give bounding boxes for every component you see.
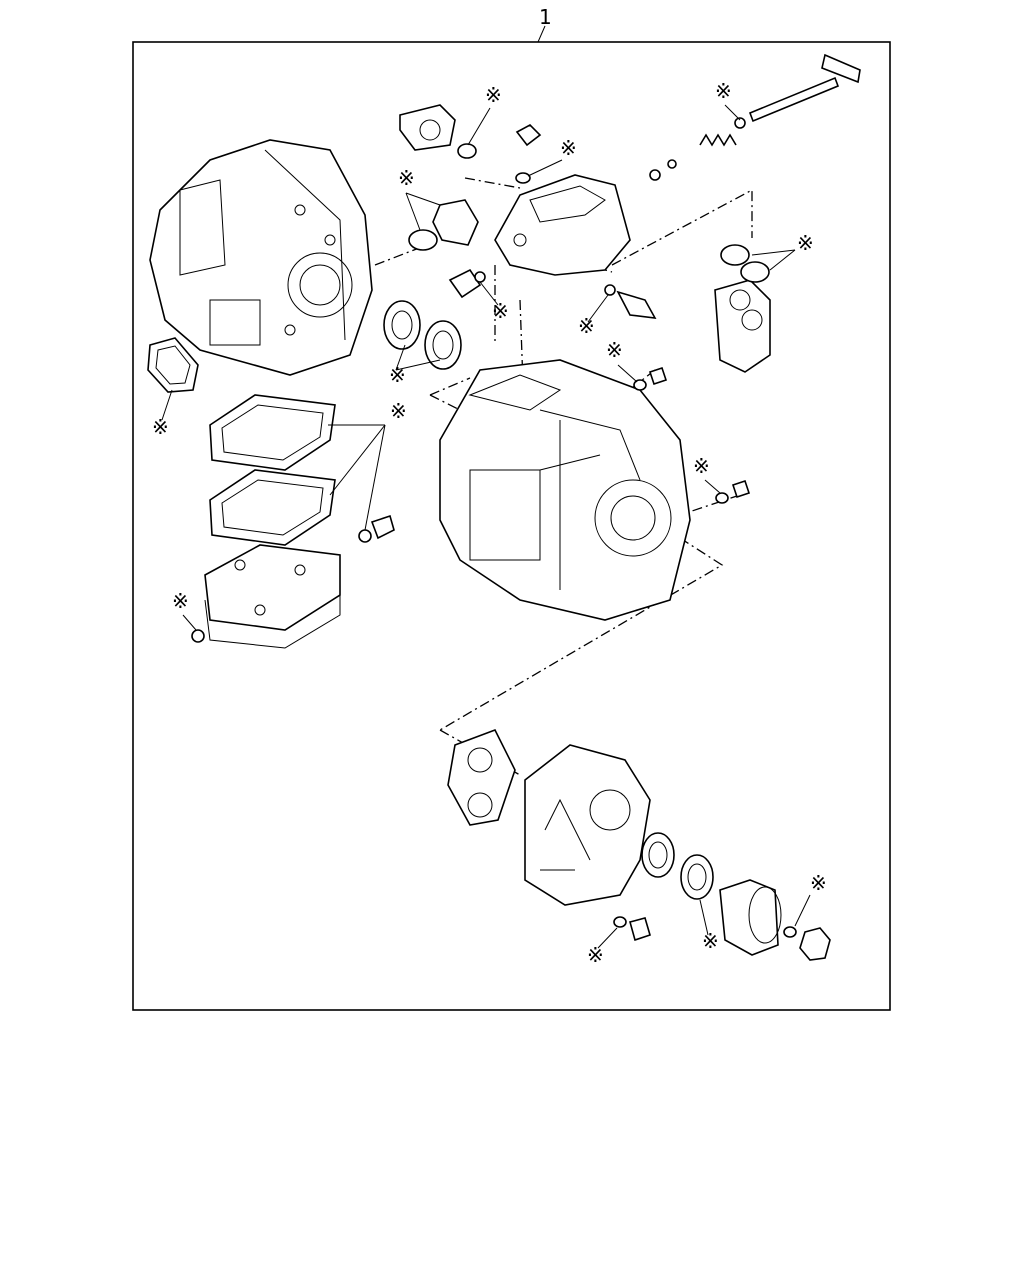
output-bearing[interactable]	[641, 832, 675, 878]
kit-marker: ※	[578, 314, 595, 338]
o-ring-flange[interactable]	[783, 926, 797, 938]
kit-marker: ※	[797, 231, 814, 255]
solenoid-valves[interactable]	[714, 279, 771, 373]
kit-marker: ※	[152, 415, 169, 439]
spring[interactable]	[699, 133, 737, 147]
companion-flange[interactable]	[719, 879, 782, 956]
extension-gasket[interactable]	[447, 728, 516, 826]
kit-marker: ※	[587, 943, 604, 967]
gasket-upper[interactable]	[209, 394, 336, 471]
o-ring-drain[interactable]	[358, 529, 372, 543]
kit-marker: ※	[560, 136, 577, 160]
transmission-case[interactable]	[439, 359, 691, 621]
gasket-lower[interactable]	[209, 469, 336, 546]
kit-marker: ※	[606, 338, 623, 362]
plug-extension[interactable]	[629, 917, 651, 942]
detent-ball-1[interactable]	[649, 169, 661, 181]
detent-ball-2[interactable]	[667, 159, 677, 169]
kit-marker: ※	[485, 83, 502, 107]
shift-rod[interactable]	[748, 53, 861, 123]
plug-right[interactable]	[648, 366, 668, 386]
extension-housing[interactable]	[524, 744, 651, 906]
rod-seal[interactable]	[734, 117, 746, 129]
kit-marker: ※	[390, 399, 407, 423]
neutral-switch[interactable]	[448, 268, 482, 299]
input-oil-seal[interactable]	[383, 300, 421, 350]
bell-housing[interactable]	[149, 139, 373, 376]
o-ring-solenoid-2[interactable]	[740, 261, 770, 283]
kit-markers: ※ ※ ※ ※ ※ ※ ※ ※ ※ ※ ※ ※ ※ ※ ※	[152, 79, 827, 967]
plug-case[interactable]	[731, 479, 751, 499]
cover-plate[interactable]	[147, 337, 199, 393]
reverse-switch[interactable]	[616, 290, 657, 319]
breather-plug[interactable]	[515, 124, 542, 147]
seal-washer[interactable]	[515, 172, 531, 184]
kit-marker: ※	[492, 299, 509, 323]
shift-housing[interactable]	[494, 174, 631, 276]
o-ring-right[interactable]	[633, 379, 647, 391]
switch-washer[interactable]	[474, 271, 486, 283]
kit-marker: ※	[693, 454, 710, 478]
o-ring-sensor[interactable]	[457, 143, 477, 159]
o-ring-extension[interactable]	[613, 916, 627, 928]
flange-nut[interactable]	[799, 927, 831, 961]
washer-left[interactable]	[191, 629, 205, 643]
top-cover[interactable]	[204, 544, 341, 649]
output-oil-seal[interactable]	[680, 854, 714, 900]
speed-sensor[interactable]	[399, 104, 456, 151]
kit-marker: ※	[172, 589, 189, 613]
input-bearing-seal[interactable]	[424, 320, 462, 370]
o-ring-case[interactable]	[715, 492, 729, 504]
diagram-frame	[132, 41, 891, 1011]
kit-marker: ※	[715, 79, 732, 103]
kit-marker: ※	[398, 166, 415, 190]
bell-gasket[interactable]	[432, 199, 479, 246]
callout-leader-1	[537, 25, 546, 43]
assembly-callout-number[interactable]: 1	[539, 5, 552, 29]
drain-plug[interactable]	[370, 514, 395, 540]
kit-marker: ※	[810, 871, 827, 895]
o-ring-bell[interactable]	[408, 229, 438, 251]
o-ring-switch[interactable]	[604, 284, 616, 296]
kit-marker: ※	[702, 929, 719, 953]
o-ring-solenoid-1[interactable]	[720, 244, 750, 266]
